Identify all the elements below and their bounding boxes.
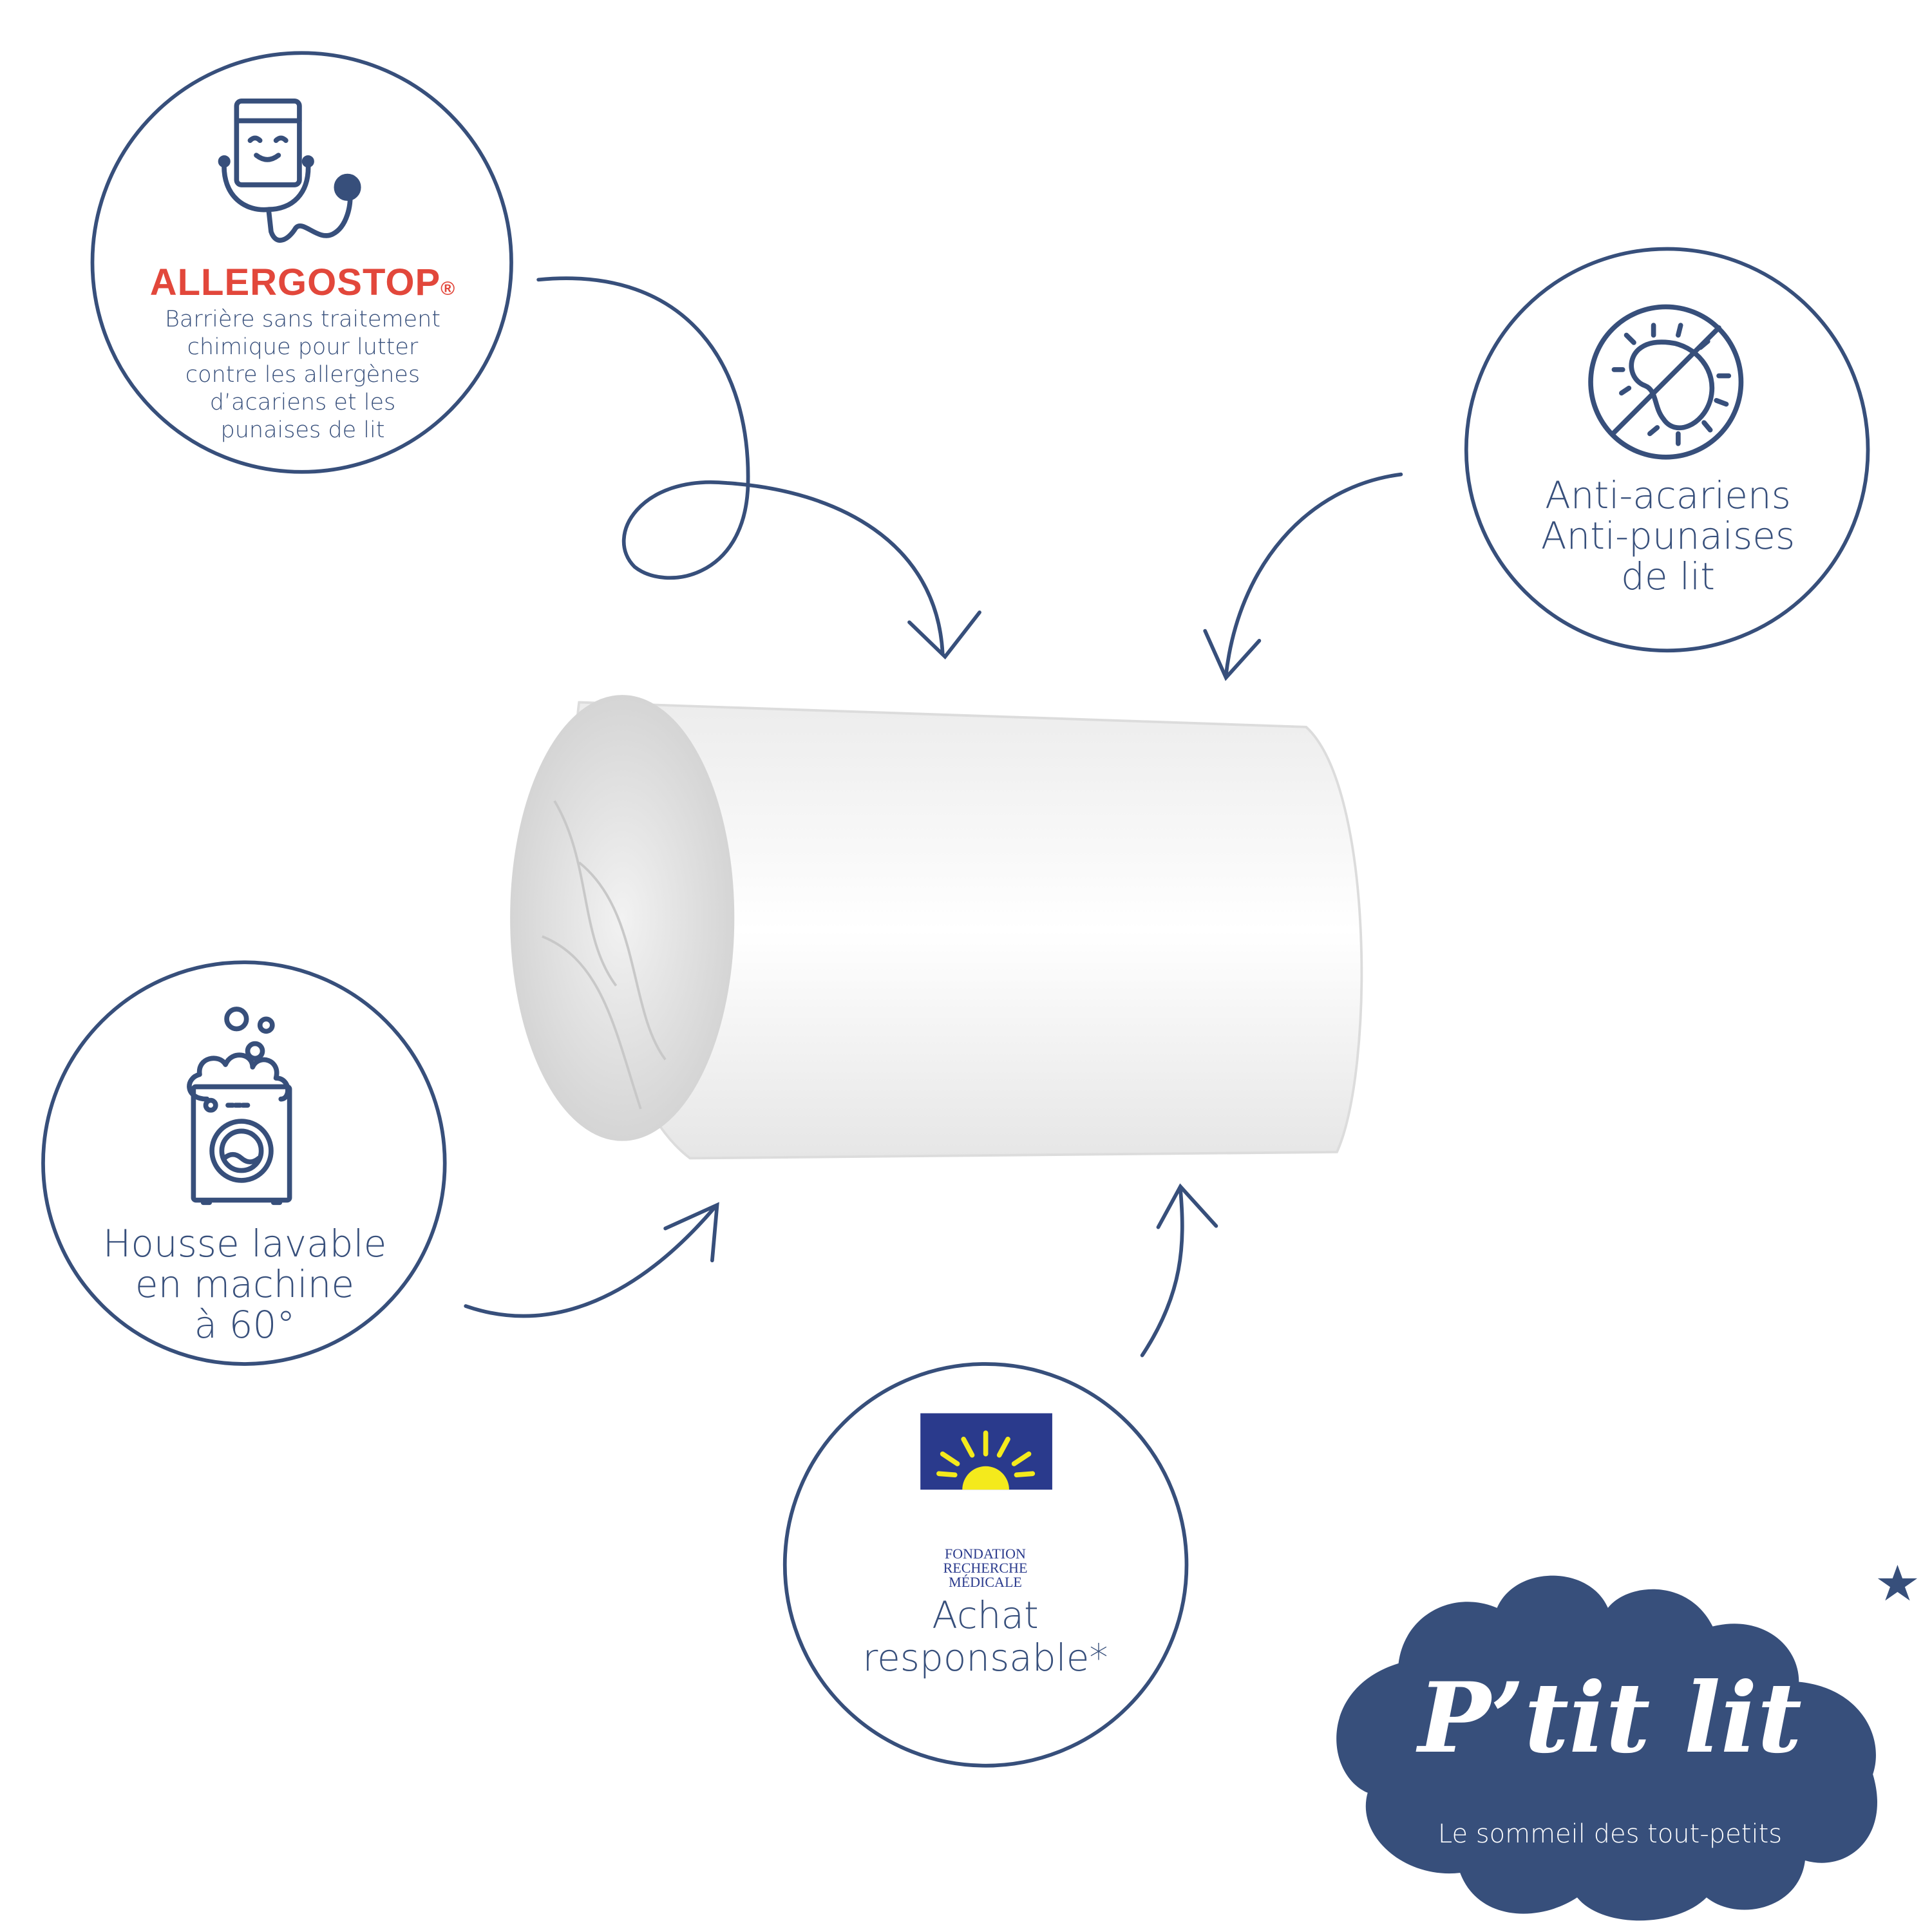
rolled-mattress-protector-image bbox=[510, 695, 1363, 1160]
allergostop-brand: ALLERGOSTOP® bbox=[149, 261, 456, 303]
allergostop-circle bbox=[90, 51, 513, 474]
washing-machine-icon bbox=[187, 1007, 292, 1206]
frm-logo bbox=[920, 1413, 1052, 1490]
no-bacteria-icon bbox=[1588, 304, 1744, 460]
stethoscope-smiley-icon bbox=[218, 99, 361, 243]
arrow-anti-acariens bbox=[1203, 472, 1403, 681]
logo-name: P’tit lit bbox=[1417, 1662, 1803, 1775]
arrow-housse bbox=[464, 1202, 719, 1318]
ptit-lit-cloud-logo bbox=[1336, 1564, 1918, 1921]
star-icon bbox=[1877, 1564, 1918, 1601]
achat-circle bbox=[782, 1362, 1189, 1768]
housse-circle bbox=[41, 960, 447, 1366]
arrow-allergostop bbox=[536, 276, 981, 660]
arrow-achat bbox=[1140, 1183, 1218, 1358]
logo-tagline: Le sommeil des tout-petits bbox=[1437, 1819, 1783, 1849]
anti-acariens-circle bbox=[1464, 247, 1870, 653]
